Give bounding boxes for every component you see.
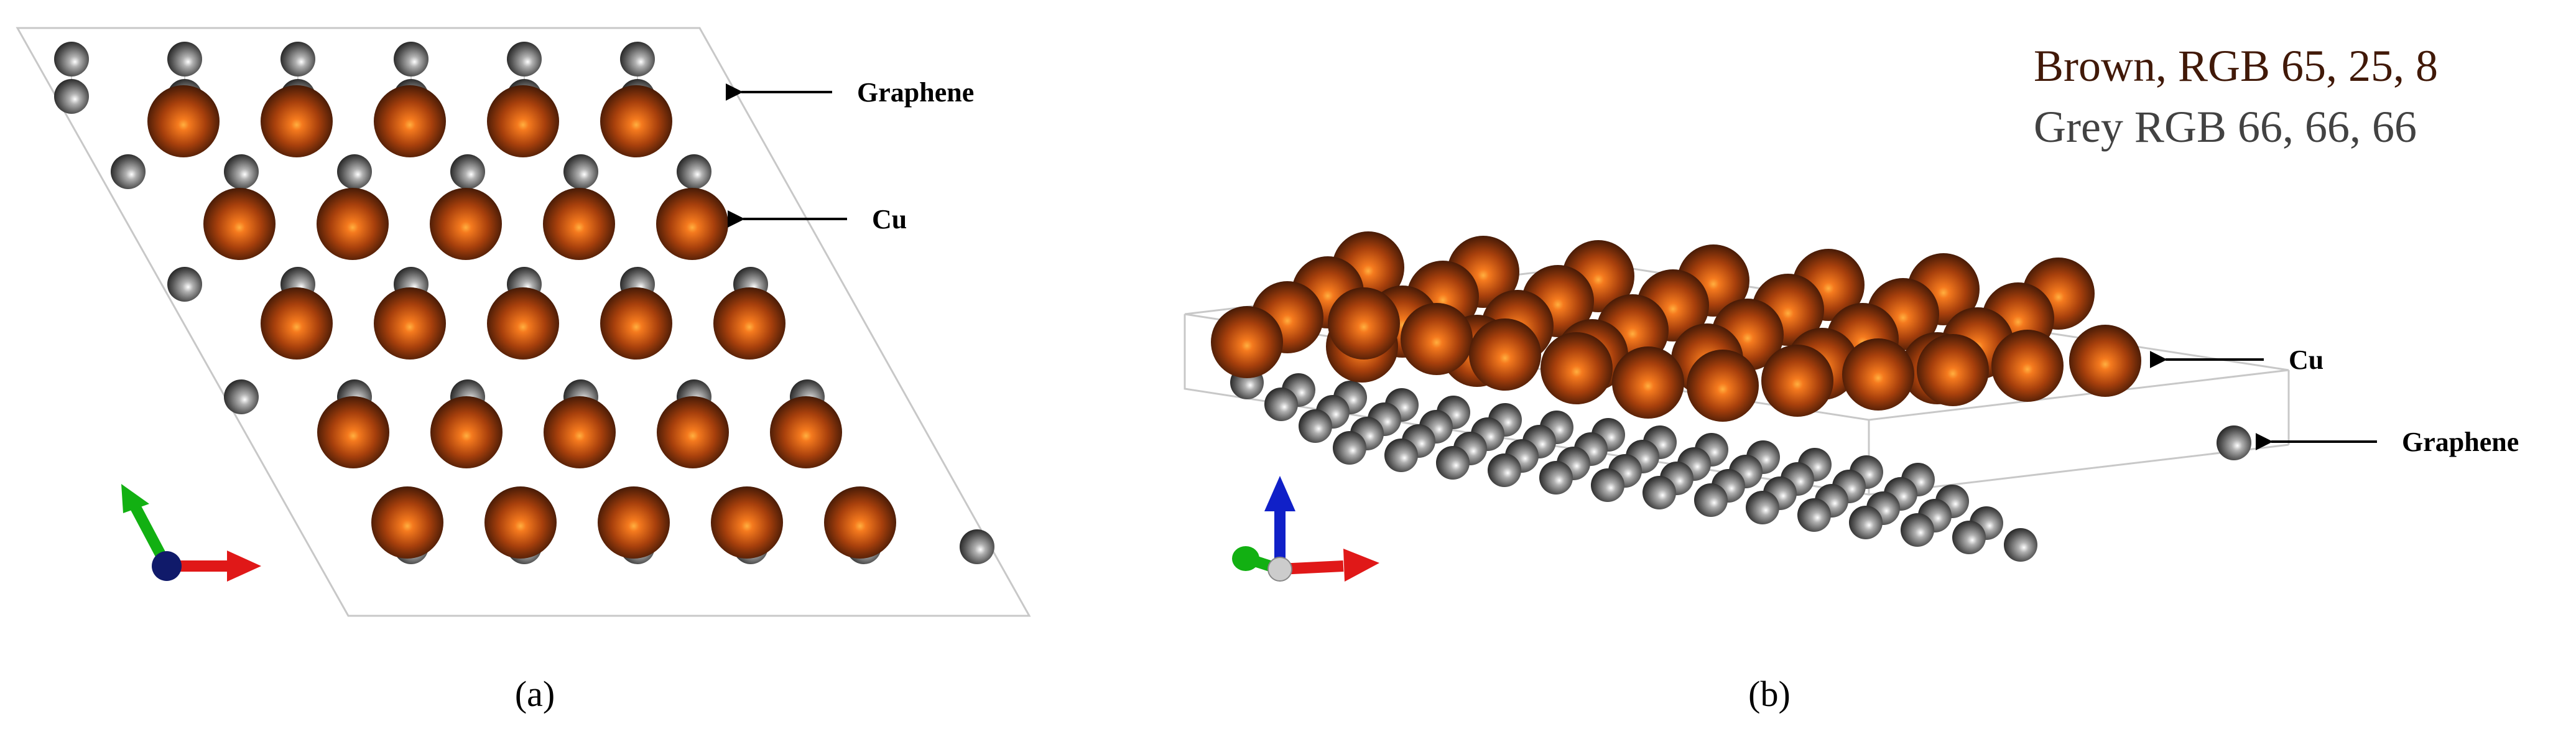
graphene-atom bbox=[1264, 388, 1298, 421]
graphene-atom bbox=[1901, 513, 1934, 547]
graphene-atom bbox=[224, 154, 259, 189]
graphene-atom bbox=[1642, 476, 1676, 509]
graphene-atom bbox=[1694, 483, 1728, 517]
graphene-atom bbox=[563, 154, 598, 189]
cu-atom bbox=[1687, 350, 1759, 422]
panel-b-axis-x-head bbox=[1343, 549, 1379, 582]
graphene-atom bbox=[2004, 528, 2037, 562]
panel-a: Graphene Cu (a) bbox=[16, 27, 1031, 714]
cu-atom bbox=[430, 188, 502, 260]
cu-atom bbox=[1469, 318, 1541, 391]
panel-a-axis-y-head bbox=[121, 484, 149, 513]
graphene-atom bbox=[2217, 425, 2251, 460]
graphene-atom bbox=[960, 529, 994, 564]
panel-a-axis-x-head bbox=[227, 550, 261, 582]
cu-atom bbox=[1401, 303, 1473, 375]
panel-b-axis-z-head bbox=[1264, 476, 1295, 511]
panel-a-cu-label: Cu bbox=[872, 204, 907, 235]
panel-b-axis-triad bbox=[1232, 476, 1379, 582]
panel-a-graphene-annotation: Graphene bbox=[725, 77, 974, 108]
cu-atom bbox=[598, 486, 670, 559]
graphene-atom bbox=[620, 42, 655, 77]
graphene-atom bbox=[224, 379, 259, 414]
cu-atom bbox=[713, 287, 785, 360]
cu-atom bbox=[1211, 306, 1283, 378]
graphene-atom bbox=[1849, 506, 1883, 539]
graphene-atom bbox=[450, 154, 485, 189]
graphene-atom bbox=[1299, 409, 1332, 443]
graphene-atom bbox=[1436, 446, 1470, 480]
cu-atom bbox=[261, 85, 333, 157]
cu-atom bbox=[1328, 287, 1400, 360]
legend-grey: Grey RGB 66, 66, 66 bbox=[2034, 102, 2417, 152]
panel-b-cu-label: Cu bbox=[2289, 345, 2323, 375]
graphene-atom bbox=[280, 42, 315, 77]
cu-atom bbox=[1541, 332, 1613, 404]
cu-atom bbox=[656, 188, 728, 260]
graphene-atom bbox=[1952, 521, 1986, 554]
panel-b-box-bottom bbox=[1868, 444, 2289, 496]
cu-atom bbox=[1761, 345, 1833, 417]
cu-atom bbox=[824, 486, 896, 559]
graphene-atom bbox=[1539, 461, 1573, 495]
panel-b-cu-atoms bbox=[1211, 231, 2141, 422]
cu-atom bbox=[1991, 330, 2064, 402]
cu-atom bbox=[657, 396, 729, 468]
panel-a-cu-annotation: Cu bbox=[727, 204, 907, 235]
panel-b-caption: (b) bbox=[1748, 674, 1791, 714]
panel-b-graphene-annotation: Graphene bbox=[2255, 427, 2519, 457]
legend-brown: Brown, RGB 65, 25, 8 bbox=[2034, 41, 2438, 91]
cu-atom bbox=[317, 188, 389, 260]
cu-atom bbox=[430, 396, 503, 468]
cu-atom bbox=[203, 188, 276, 260]
panel-a-axis-triad bbox=[121, 484, 261, 582]
cu-atom bbox=[147, 85, 220, 157]
cu-atom bbox=[770, 396, 842, 468]
cu-atom bbox=[544, 396, 616, 468]
cu-atom bbox=[484, 486, 557, 559]
graphene-atom bbox=[677, 154, 711, 189]
panel-a-cu-atoms bbox=[147, 85, 896, 559]
cu-atom bbox=[1842, 338, 1914, 411]
graphene-atom bbox=[1384, 439, 1418, 472]
panel-a-graphene-label: Graphene bbox=[857, 77, 974, 108]
cu-atom bbox=[487, 287, 559, 360]
graphene-atom bbox=[54, 79, 89, 114]
graphene-atom bbox=[54, 42, 89, 77]
panel-b-cu-annotation: Cu bbox=[2149, 345, 2323, 375]
color-legend: Brown, RGB 65, 25, 8 Grey RGB 66, 66, 66 bbox=[2034, 41, 2438, 152]
cu-atom bbox=[600, 85, 672, 157]
cu-atom bbox=[543, 188, 615, 260]
cu-atom bbox=[600, 287, 672, 360]
cu-atom bbox=[1612, 346, 1684, 419]
cu-atom bbox=[711, 486, 783, 559]
cu-atom bbox=[374, 287, 446, 360]
cu-atom bbox=[1917, 334, 1989, 406]
cu-atom bbox=[371, 486, 443, 559]
graphene-atom bbox=[111, 154, 146, 189]
cu-atom bbox=[317, 396, 389, 468]
graphene-atom bbox=[1591, 468, 1624, 502]
graphene-atom bbox=[1746, 491, 1779, 524]
graphene-atom bbox=[167, 42, 202, 77]
panel-b-graphene-label: Graphene bbox=[2402, 427, 2519, 457]
cu-atom bbox=[487, 85, 559, 157]
cu-atom bbox=[2069, 325, 2141, 397]
graphene-atom bbox=[337, 154, 372, 189]
graphene-atom bbox=[167, 267, 202, 302]
panel-b-axis-origin bbox=[1267, 557, 1292, 582]
panel-b: Cu Graphene (b) bbox=[1184, 231, 2519, 714]
panel-b-graphene-atoms bbox=[1230, 366, 2251, 562]
graphene-atom bbox=[1333, 431, 1366, 465]
panel-a-axis-origin bbox=[152, 551, 182, 581]
graphene-atom bbox=[394, 42, 429, 77]
graphene-atom bbox=[1488, 453, 1521, 487]
cu-atom bbox=[374, 85, 446, 157]
graphene-atom bbox=[1797, 498, 1831, 532]
panel-a-unit-cell bbox=[16, 27, 1031, 617]
cu-atom bbox=[261, 287, 333, 360]
panel-a-caption: (a) bbox=[515, 674, 555, 714]
graphene-atom bbox=[507, 42, 542, 77]
